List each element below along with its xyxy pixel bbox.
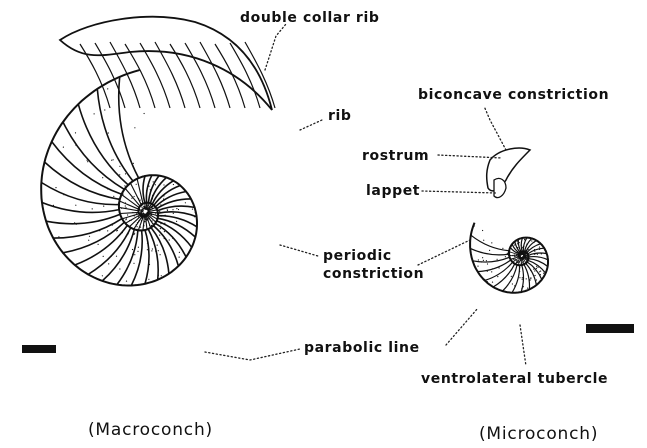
leader-periodic-constriction bbox=[280, 245, 318, 256]
label-biconcave-constriction: biconcave constriction bbox=[418, 87, 609, 103]
macroconch-scale-bar bbox=[22, 345, 56, 353]
leader-ventrolateral-tubercle bbox=[520, 325, 526, 366]
leader-lappet bbox=[422, 191, 496, 193]
label-double-collar-rib: double collar rib bbox=[240, 10, 379, 26]
label-rib: rib bbox=[328, 108, 352, 124]
label-rostrum: rostrum bbox=[362, 148, 429, 164]
label-parabolic-line: parabolic line bbox=[304, 340, 420, 356]
caption-microconch: (Microconch) bbox=[479, 424, 598, 444]
leader-double-collar-rib bbox=[265, 24, 286, 70]
leader-parabolic-line-micro bbox=[446, 308, 478, 345]
macroconch-shell bbox=[41, 17, 275, 286]
label-ventrolateral-tubercle: ventrolateral tubercle bbox=[421, 371, 608, 387]
microconch-scale-bar bbox=[586, 324, 634, 333]
leader-periodic-constriction-micro bbox=[418, 240, 470, 265]
label-periodic: periodic bbox=[323, 248, 392, 264]
label-lappet: lappet bbox=[366, 183, 420, 199]
microconch-shell bbox=[470, 148, 548, 293]
caption-macroconch: (Macroconch) bbox=[88, 420, 213, 440]
label-constriction: constriction bbox=[323, 266, 424, 282]
leader-rib bbox=[300, 120, 322, 130]
leader-parabolic-line bbox=[205, 349, 300, 360]
leader-biconcave-constriction bbox=[484, 106, 506, 150]
